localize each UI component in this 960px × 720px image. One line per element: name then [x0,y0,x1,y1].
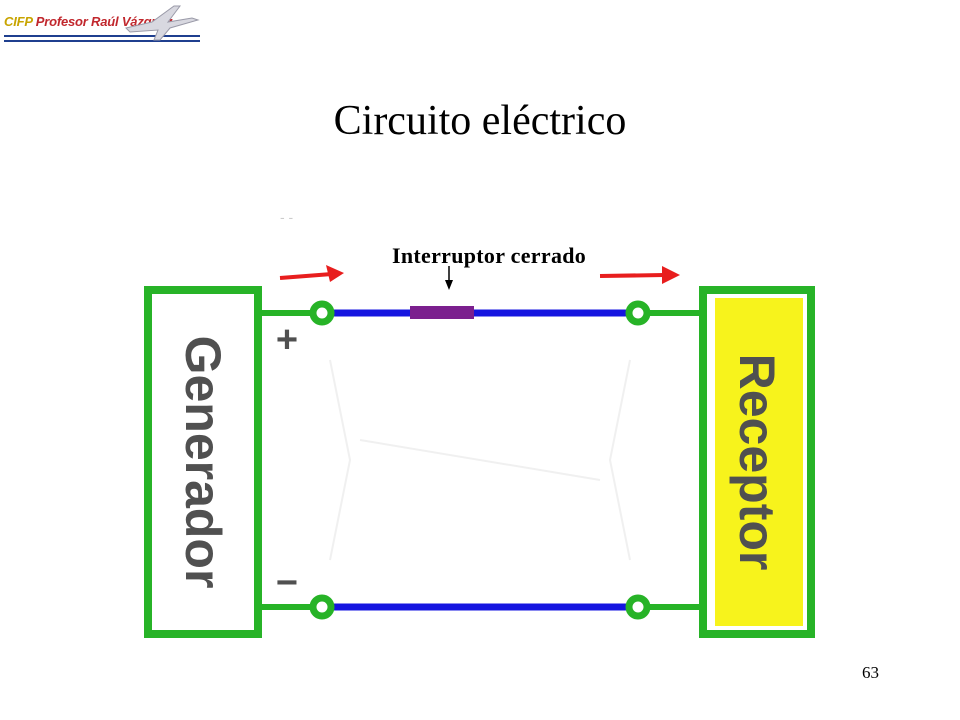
generator-box [144,286,262,638]
terminal-top-left [309,300,335,326]
minus-sign: − [276,562,298,604]
generator-label: Generador [175,336,231,589]
switch-pointer-arrow [445,266,453,290]
terminal-top-right [625,300,651,326]
terminal-bottom-right [625,594,651,620]
logo-underline [4,35,200,37]
receiver-label: Receptor [729,354,785,571]
current-arrow-right [599,266,680,284]
receiver-leads [646,310,700,610]
current-arrow-left [279,265,344,282]
logo-cifp: CIFP [4,14,33,29]
background-sketch [329,359,631,561]
generator-leads [260,310,314,610]
switch-label: Interruptor cerrado [392,243,587,268]
plus-sign: + [276,319,298,361]
closed-switch [410,306,474,319]
logo: CIFP Profesor Raúl Vázquez [0,0,205,48]
terminal-bottom-left [309,594,335,620]
page-number: 63 [862,663,879,682]
airplane-icon [125,5,200,41]
terminals [309,300,651,620]
faint-mark: - - [280,209,294,225]
slide-title: Circuito eléctrico [333,98,627,144]
logo-underline-2 [4,40,200,42]
receiver-fill [715,298,803,626]
